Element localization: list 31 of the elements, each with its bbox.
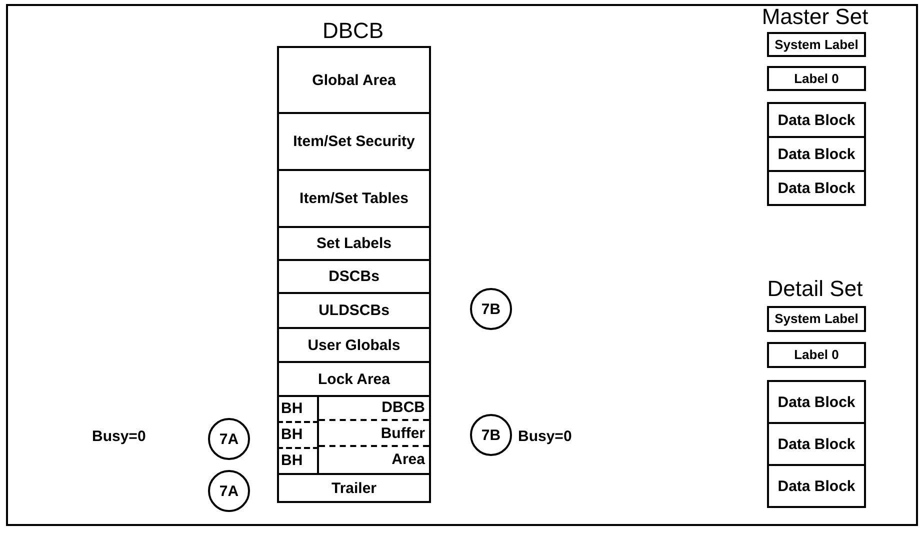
buffer-header: BH (277, 395, 319, 423)
buffer-header: BH (277, 421, 319, 449)
section-heading: Detail Set (766, 276, 864, 302)
memory-area: Label 0 (767, 342, 866, 368)
callout-circle: 7B (470, 288, 512, 330)
memory-area: Data Block (767, 136, 866, 172)
memory-area: Set Labels (277, 226, 431, 261)
memory-area: Trailer (277, 473, 431, 503)
memory-area: Lock Area (277, 361, 431, 397)
callout-circle: 7B (470, 414, 512, 456)
memory-area: Global Area (277, 46, 431, 114)
memory-area: Data Block (767, 464, 866, 508)
callout-circle: 7A (208, 418, 250, 460)
memory-area: ULDSCBs (277, 292, 431, 329)
memory-area: System Label (767, 32, 866, 57)
memory-area: User Globals (277, 327, 431, 363)
section-heading: Master Set (760, 4, 870, 30)
buffer-area: DBCB Buffer Area (317, 395, 431, 475)
status-label: Busy=0 (92, 428, 146, 445)
memory-area: Data Block (767, 380, 866, 424)
callout-circle: 7A (208, 470, 250, 512)
memory-area: Data Block (767, 422, 866, 466)
memory-area: DSCBs (277, 259, 431, 294)
memory-area: Item/Set Tables (277, 169, 431, 228)
memory-area: System Label (767, 306, 866, 332)
memory-area: Label 0 (767, 66, 866, 91)
memory-area: Item/Set Security (277, 112, 431, 171)
status-label: Busy=0 (518, 428, 572, 445)
section-heading: DBCB (321, 18, 385, 44)
memory-area: Data Block (767, 170, 866, 206)
memory-area: Data Block (767, 102, 866, 138)
